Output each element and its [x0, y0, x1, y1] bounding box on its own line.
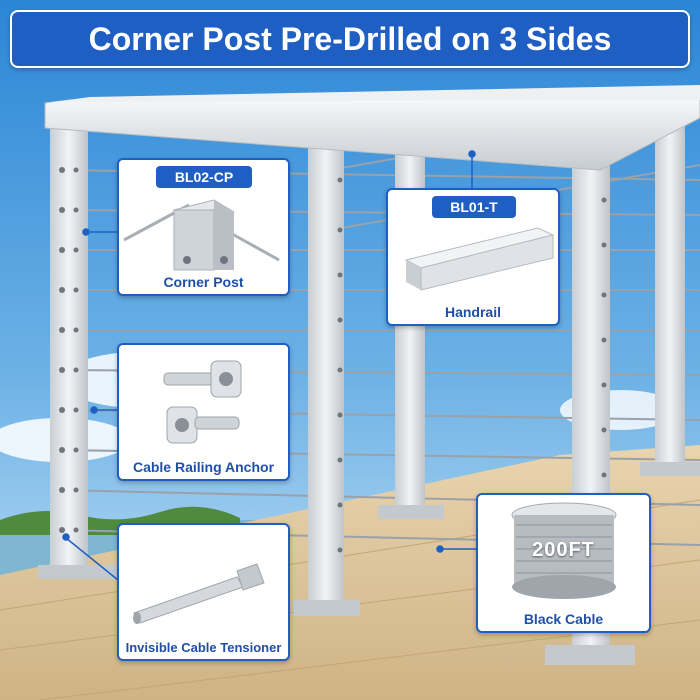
handrail-label: Handrail: [444, 304, 501, 320]
anchor-card: Cable Railing Anchor: [117, 343, 290, 481]
corner-post-card: BL02-CP Corner Post: [117, 158, 290, 296]
post-base: [545, 645, 635, 665]
tensioner-label: Invisible Cable Tensioner: [125, 640, 282, 655]
post: [655, 105, 685, 475]
post-base: [378, 505, 444, 519]
anchor-image: [163, 360, 242, 444]
cable-spool-image: [511, 502, 617, 599]
page-title: Corner Post Pre-Drilled on 3 Sides: [10, 10, 690, 68]
corner-post-code: BL02-CP: [156, 166, 252, 188]
post: [308, 145, 344, 605]
spool-length-text: 200FT: [532, 539, 595, 561]
handrail-card: BL01-T Handrail: [386, 188, 560, 326]
cable-card: 200FT Black Cable: [476, 493, 651, 633]
post-base: [294, 600, 360, 616]
post-base: [640, 462, 700, 476]
tensioner-card: Invisible Cable Tensioner: [117, 523, 290, 661]
handrail-top: [45, 85, 700, 103]
handrail-image: [404, 227, 555, 291]
post: [50, 120, 88, 575]
corner-post-image: [123, 199, 280, 271]
anchor-label: Cable Railing Anchor: [132, 459, 275, 475]
post-base: [38, 565, 118, 579]
drill-holes: [59, 167, 607, 568]
tensioner-image: [133, 563, 265, 624]
handrail-code: BL01-T: [432, 196, 516, 218]
cable-label: Black Cable: [523, 611, 604, 627]
corner-post-label: Corner Post: [163, 274, 244, 290]
